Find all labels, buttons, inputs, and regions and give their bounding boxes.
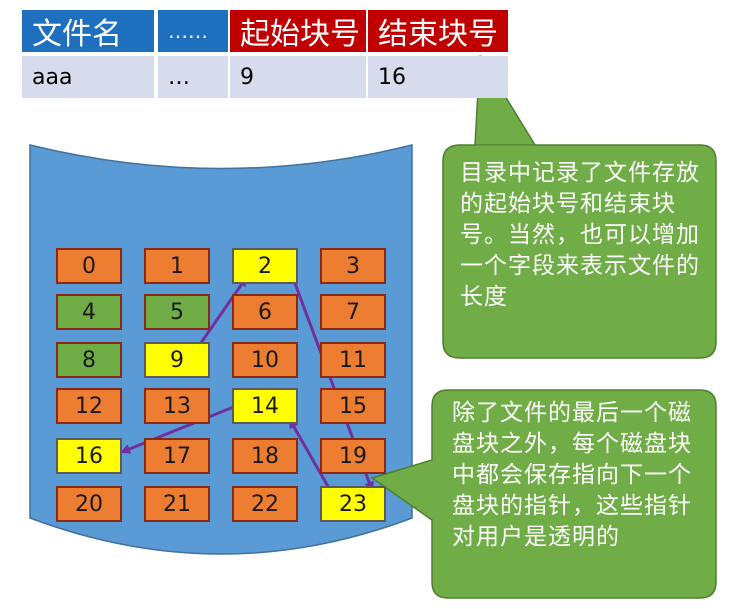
disk-block-9: 9 — [144, 342, 210, 378]
disk-block-6: 6 — [232, 294, 298, 330]
callout-pointer-bubble — [370, 389, 717, 599]
table-header-filename: 文件名 — [22, 10, 154, 52]
disk-block-2: 2 — [232, 248, 298, 284]
disk-block-8: 8 — [56, 342, 122, 378]
disk-block-3: 3 — [320, 248, 386, 284]
table-header-start-block: 起始块号 — [230, 10, 366, 52]
table-header-end-block: 结束块号 — [368, 10, 508, 52]
pointer-arrow-14-to-16 — [120, 404, 237, 454]
disk-block-16: 16 — [56, 438, 122, 474]
disk-block-14: 14 — [232, 388, 298, 424]
disk-block-5: 5 — [144, 294, 210, 330]
disk-block-22: 22 — [232, 486, 298, 522]
callout-pointer-text: 除了文件的最后一个磁盘块之外，每个磁盘块中都会保存指向下一个盘块的指针，这些指针… — [452, 400, 692, 550]
disk-block-20: 20 — [56, 486, 122, 522]
callout-directory-text: 目录中记录了文件存放的起始块号和结束块号。当然，也可以增加一个字段来表示文件的长… — [460, 160, 700, 310]
table-header-ellipsis: …… — [158, 10, 228, 52]
pointer-arrow-9-to-2 — [194, 276, 248, 351]
table-cell-start-block: 9 — [230, 56, 366, 98]
disk-block-0: 0 — [56, 248, 122, 284]
disk-block-18: 18 — [232, 438, 298, 474]
callout-directory-bubble — [442, 52, 717, 359]
disk-block-13: 13 — [144, 388, 210, 424]
disk-block-1: 1 — [144, 248, 210, 284]
disk-block-17: 17 — [144, 438, 210, 474]
disk-block-15: 15 — [320, 388, 386, 424]
table-cell-filename: aaa — [22, 56, 154, 98]
disk-block-21: 21 — [144, 486, 210, 522]
disk-block-7: 7 — [320, 294, 386, 330]
disk-block-10: 10 — [232, 342, 298, 378]
table-cell-ellipsis: … — [158, 56, 228, 98]
disk-block-23: 23 — [320, 486, 386, 522]
disk-block-4: 4 — [56, 294, 122, 330]
disk-block-19: 19 — [320, 438, 386, 474]
disk-block-12: 12 — [56, 388, 122, 424]
pointer-arrow-23-to-14 — [288, 418, 332, 491]
table-cell-end-block: 16 — [368, 56, 508, 98]
disk-block-11: 11 — [320, 342, 386, 378]
